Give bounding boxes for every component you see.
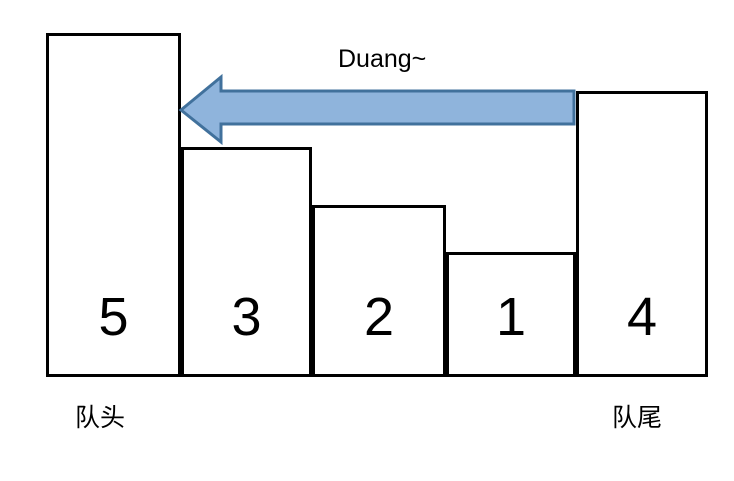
queue-bar-4: 4: [576, 91, 708, 377]
left-arrow-icon: [178, 73, 576, 146]
queue-bar-3: 3: [181, 147, 312, 377]
queue-bar-value: 1: [495, 287, 527, 347]
queue-bar-value: 4: [626, 287, 658, 347]
queue-bar-1: 1: [446, 252, 576, 377]
queue-bar-value: 5: [98, 287, 129, 347]
queue-bar-5: 5: [46, 33, 181, 377]
queue-tail-label: 队尾: [612, 403, 663, 432]
arrow-caption: Duang~: [338, 45, 427, 73]
queue-head-label: 队头: [75, 403, 126, 432]
queue-bar-value: 3: [231, 287, 262, 347]
queue-bar-value: 2: [363, 287, 395, 347]
queue-bar-2: 2: [312, 205, 446, 377]
